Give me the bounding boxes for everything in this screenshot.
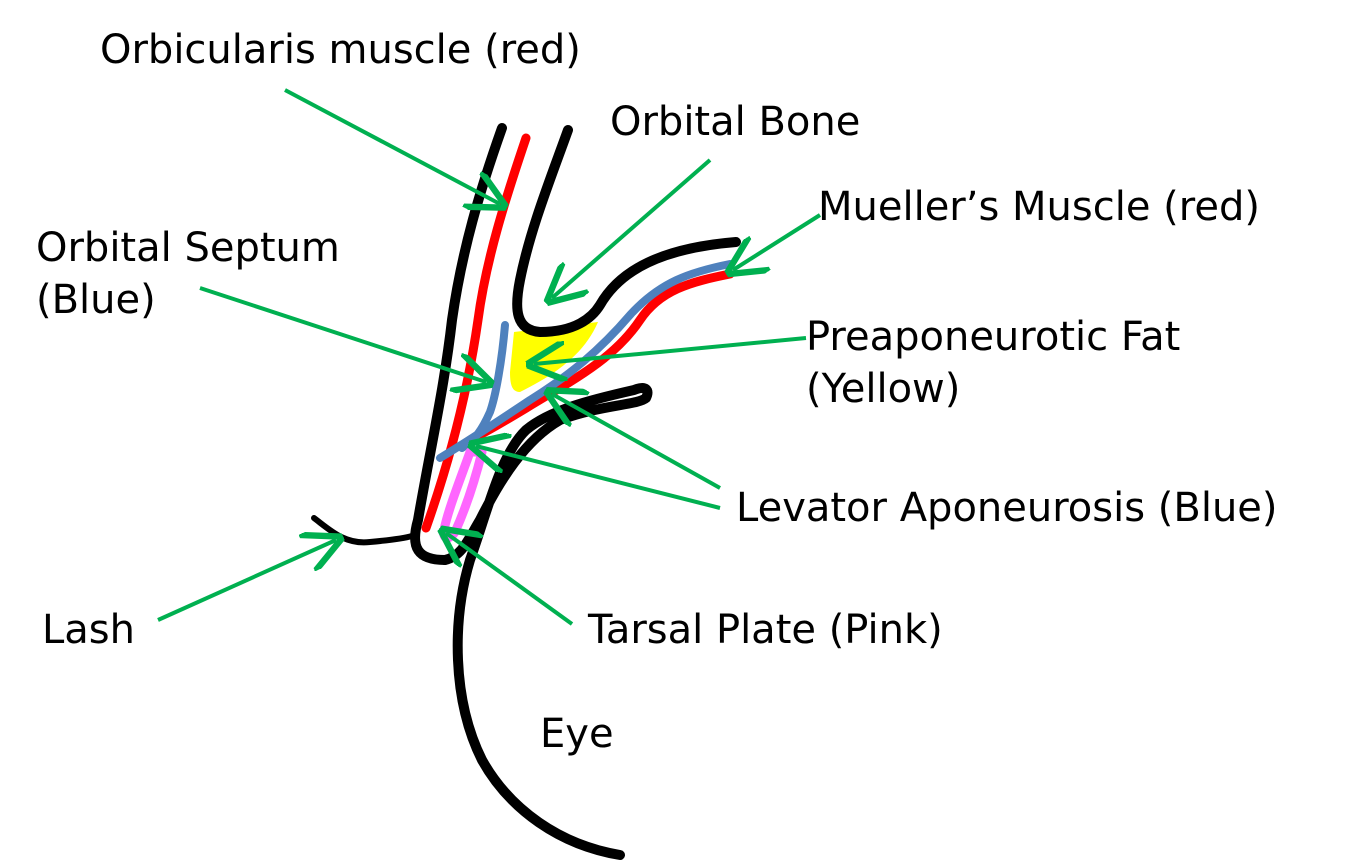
label-orbital-bone-text: Orbital Bone [610, 99, 861, 145]
label-eye: Eye [540, 708, 614, 760]
label-orbital-septum: Orbital Septum (Blue) [36, 222, 340, 326]
orbital-bone-outline [512, 125, 741, 338]
arrow-fat [534, 336, 807, 364]
label-fat-line1: Preaponeurotic Fat [806, 314, 1181, 360]
label-mueller-text: Mueller’s Muscle (red) [818, 184, 1260, 230]
label-orbital-bone: Orbital Bone [610, 96, 860, 148]
arrow-lash [157, 540, 336, 622]
label-orbicularis-text: Orbicularis muscle (red) [100, 27, 581, 73]
label-fat-line2: (Yellow) [806, 366, 961, 412]
label-levator-aponeurosis: Levator Aponeurosis (Blue) [736, 482, 1278, 534]
label-orbicularis-muscle: Orbicularis muscle (red) [100, 24, 581, 76]
label-tarsal-text: Tarsal Plate (Pink) [588, 607, 943, 653]
label-preaponeurotic-fat: Preaponeurotic Fat (Yellow) [806, 311, 1180, 415]
arrow-mueller [733, 213, 822, 270]
label-eye-text: Eye [540, 711, 614, 757]
label-levator-text: Levator Aponeurosis (Blue) [736, 485, 1278, 531]
label-lash: Lash [42, 604, 135, 656]
label-tarsal-plate: Tarsal Plate (Pink) [588, 604, 943, 656]
arrow-septum [199, 286, 486, 382]
arrow-tarsal [446, 533, 574, 626]
label-septum-line2: (Blue) [36, 277, 156, 323]
arrow-orbital-bone [552, 158, 712, 298]
label-septum-line1: Orbital Septum [36, 225, 340, 271]
label-lash-text: Lash [42, 607, 135, 653]
label-muellers-muscle: Mueller’s Muscle (red) [818, 181, 1260, 233]
eyelash [311, 515, 415, 546]
arrow-orbicularis [284, 88, 500, 204]
arrow-levator-lower [476, 446, 721, 510]
arrow-levator-upper [552, 394, 721, 490]
